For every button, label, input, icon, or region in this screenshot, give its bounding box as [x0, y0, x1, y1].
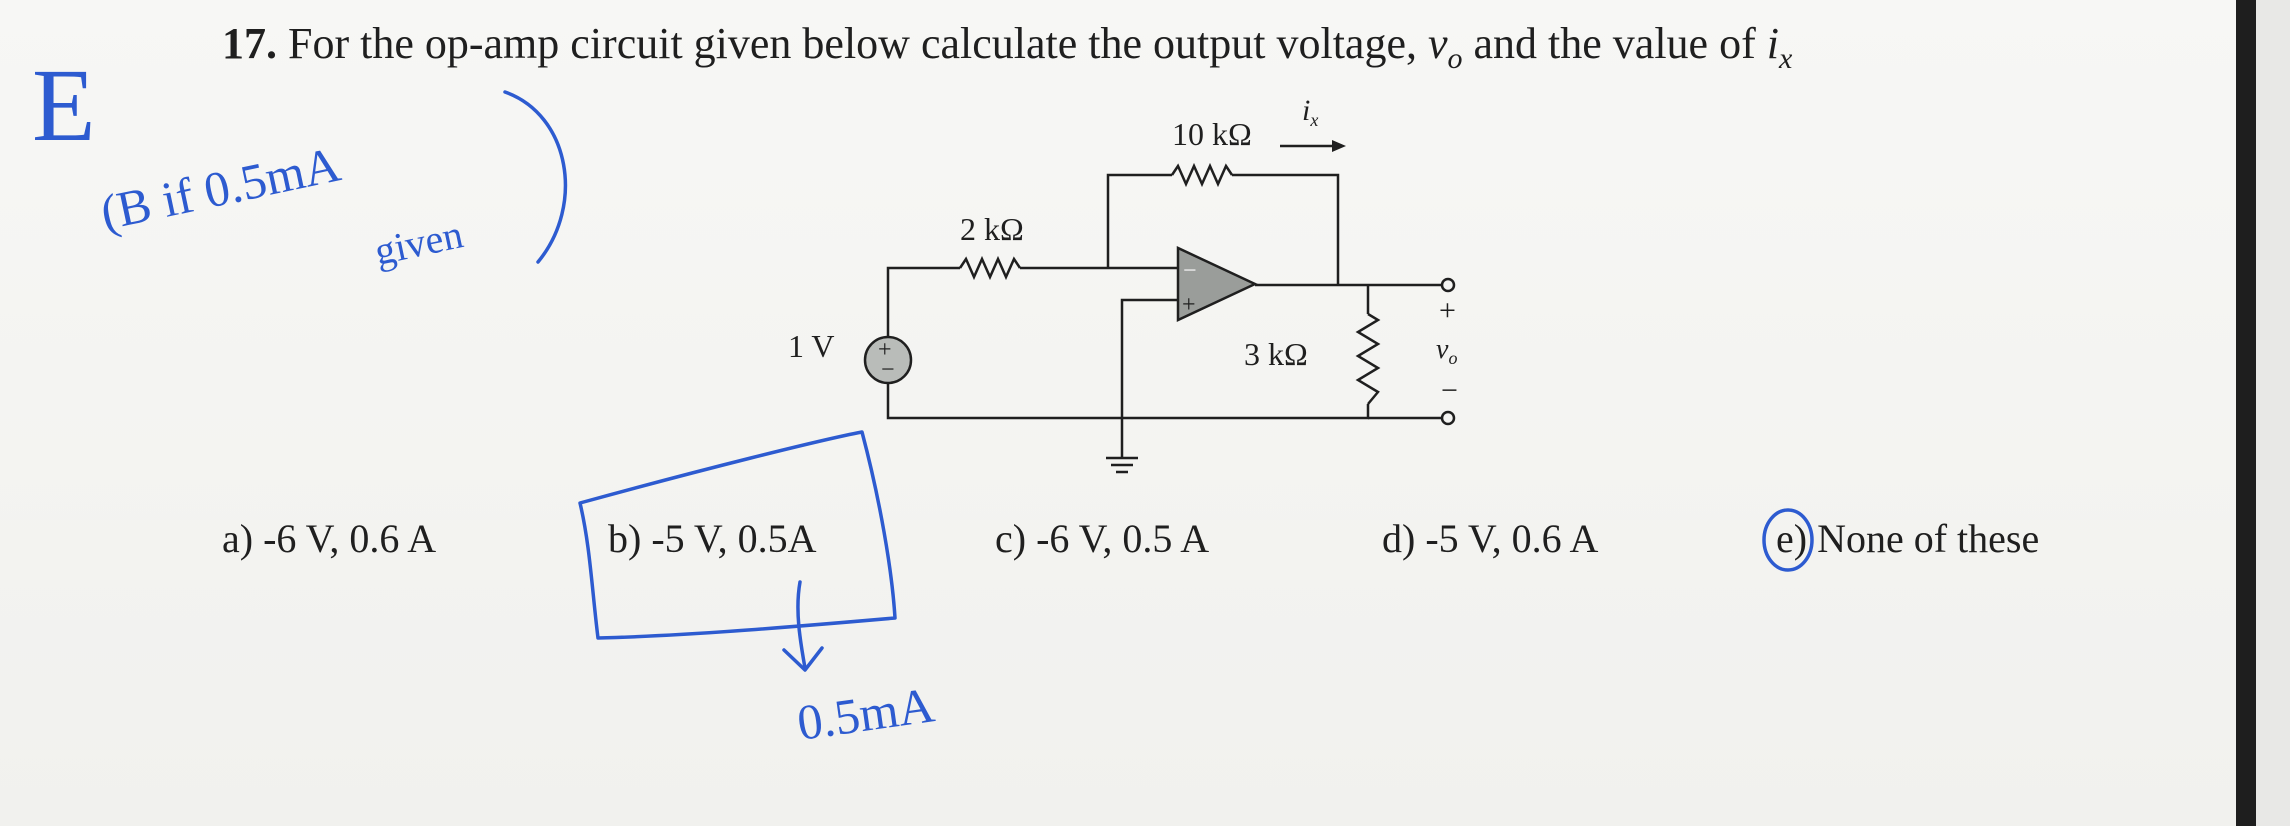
source-minus: −	[881, 357, 895, 383]
plus-input-wire	[1120, 298, 1178, 458]
opamp-plus: +	[1182, 292, 1196, 318]
bottom-wire	[886, 383, 1370, 420]
opamp-triangle	[1176, 246, 1258, 322]
feedback-wire-right	[1232, 173, 1340, 285]
choice-b-box	[578, 430, 897, 640]
var-ix: ix	[1766, 19, 1793, 75]
down-arrow-line	[796, 580, 807, 670]
note-answer-letter: E	[32, 48, 96, 163]
current-arrow-head	[1332, 140, 1346, 152]
choice-b[interactable]: b) -5 V, 0.5A	[608, 516, 817, 561]
output-vo: vo	[1436, 334, 1457, 368]
opamp-minus: −	[1183, 258, 1197, 284]
question-and: and the value of	[1473, 19, 1756, 68]
down-arrow-head	[782, 646, 824, 672]
page-edge-dark	[2236, 0, 2256, 826]
input-resistor-zigzag	[958, 255, 1022, 281]
choice-c[interactable]: c) -6 V, 0.5 A	[995, 516, 1210, 561]
voltage-source	[863, 335, 913, 385]
source-plus: +	[878, 337, 892, 363]
feedback-wire-left	[1106, 173, 1172, 268]
feedback-resistor-zigzag	[1170, 162, 1234, 188]
exam-page	[0, 0, 2236, 826]
source-label: 1 V	[788, 328, 835, 364]
note-line-1: (B if 0.5mA	[96, 135, 345, 240]
output-terminal-bottom	[1440, 410, 1456, 426]
choice-a[interactable]: a) -6 V, 0.6 A	[222, 516, 437, 561]
feedback-resistor-label: 10 kΩ	[1172, 116, 1252, 152]
choice-d[interactable]: d) -5 V, 0.6 A	[1382, 516, 1599, 561]
output-minus: −	[1441, 374, 1458, 407]
input-resistor-label: 2 kΩ	[960, 211, 1024, 247]
load-resistor-zigzag	[1355, 312, 1381, 405]
question-body: For the op-amp circuit given below calcu…	[288, 19, 1417, 68]
output-plus: +	[1439, 294, 1456, 327]
input-wire-left	[886, 266, 960, 337]
question-number: 17.	[222, 19, 277, 68]
question-text: 17. For the op-amp circuit given below c…	[222, 18, 1792, 76]
page-edge-light	[2256, 0, 2290, 826]
current-label: ix	[1302, 94, 1318, 130]
output-terminal-top	[1440, 277, 1456, 293]
note-line-2: given	[371, 211, 467, 273]
choice-e[interactable]: e) None of these	[1776, 516, 2040, 561]
note-under-b: 0.5mA	[794, 676, 938, 751]
note-bracket	[503, 90, 568, 264]
choice-e-circle	[1762, 508, 1814, 572]
load-resistor-label: 3 kΩ	[1244, 336, 1308, 372]
var-vo: vo	[1427, 19, 1463, 75]
